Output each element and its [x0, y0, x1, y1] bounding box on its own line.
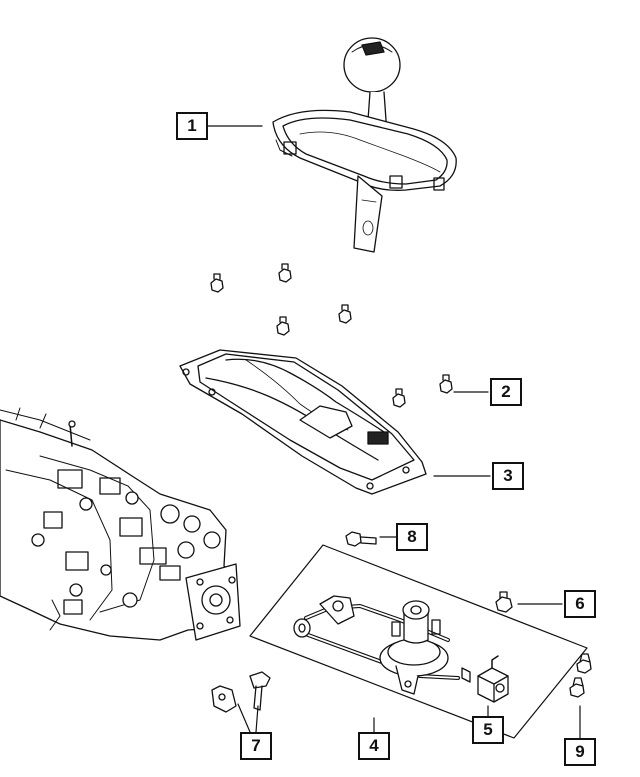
- callout-2: 2: [490, 378, 522, 406]
- bolt-8: [345, 531, 377, 547]
- callout-6: 6: [564, 590, 596, 618]
- shifter-cover-plate: [179, 349, 427, 495]
- linkage-frame: [249, 544, 588, 739]
- callout-5: 5: [472, 716, 504, 744]
- callout-8: 8: [396, 523, 428, 551]
- callout-7: 7: [240, 732, 272, 760]
- callout-3: 3: [492, 462, 524, 490]
- bolts-9: [569, 653, 592, 698]
- callout-4: 4: [358, 732, 390, 760]
- cable-bushing: [477, 655, 509, 703]
- shifter-assembly: [272, 37, 457, 253]
- bolt-pin-7: [211, 671, 271, 713]
- shift-linkage: [293, 595, 471, 695]
- callout-1: 1: [176, 112, 208, 140]
- nut-6: [495, 591, 513, 613]
- callout-9: 9: [564, 738, 596, 766]
- transmission-housing: [0, 407, 241, 641]
- nut-group: [210, 263, 453, 408]
